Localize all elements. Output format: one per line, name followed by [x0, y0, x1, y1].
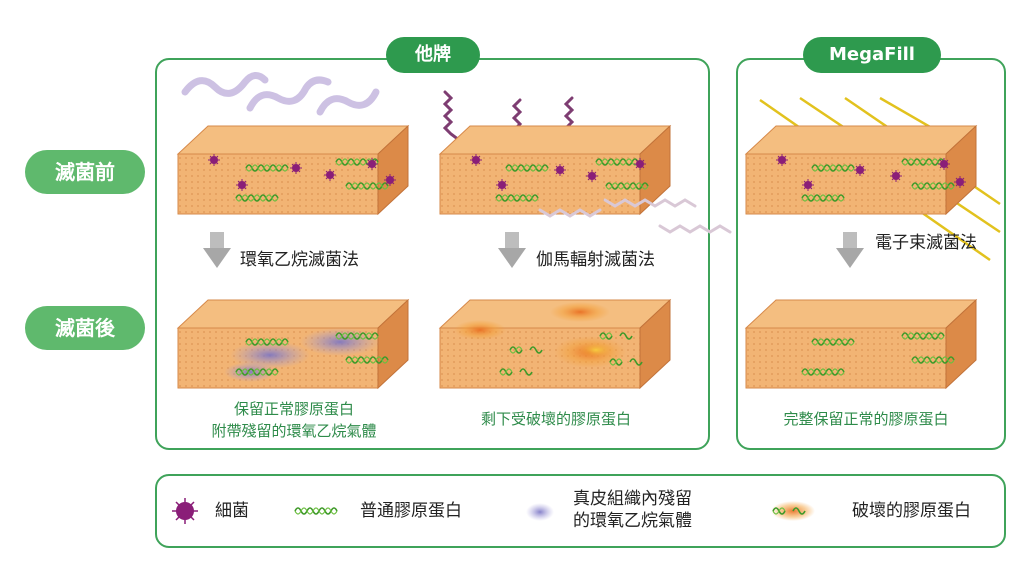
gamma-caption: 剩下受破壞的膠原蛋白 [480, 410, 631, 428]
ebeam-caption: 完整保留正常的膠原蛋白 [783, 410, 949, 428]
gas-residue-icon [526, 503, 554, 521]
row-before-sterilization: 滅菌前 [25, 150, 145, 194]
legend-bacteria-label: 細菌 [215, 501, 249, 521]
down-arrow-1 [203, 232, 231, 268]
ethylene-oxide-caption-line1: 保留正常膠原蛋白 [233, 400, 354, 418]
ethylene-oxide-method-label: 環氧乙烷滅菌法 [240, 250, 359, 270]
ethylene-oxide-caption: 保留正常膠原蛋白 附帶殘留的環氧乙烷氣體 [178, 398, 410, 442]
ethylene-oxide-caption-line2: 附帶殘留的環氧乙烷氣體 [211, 422, 377, 440]
other-brand-header: 他牌 [386, 37, 480, 73]
legend-residual-gas-line1: 真皮組織內殘留 [573, 489, 692, 509]
gamma-method-label: 伽馬輻射滅菌法 [536, 250, 655, 270]
legend-residual-gas-line2: 的環氧乙烷氣體 [573, 511, 692, 531]
damaged-collagen-icon [771, 501, 815, 521]
gas-waves [181, 72, 380, 116]
collagen-fiber-icon [294, 507, 338, 515]
legend-residual-gas-label: 真皮組織內殘留 的環氧乙烷氣體 [573, 488, 692, 532]
ebeam-method-label: 電子束滅菌法 [875, 233, 977, 253]
row-after-sterilization: 滅菌後 [25, 306, 145, 350]
bacteria-icon [172, 498, 198, 524]
megafill-header: MegaFill [803, 37, 941, 73]
legend-damaged-collagen-label: 破壞的膠原蛋白 [852, 501, 971, 521]
legend-normal-collagen-label: 普通膠原蛋白 [360, 501, 462, 521]
down-arrow-3 [836, 232, 864, 268]
legend-panel [155, 474, 1006, 548]
down-arrow-2 [498, 232, 526, 268]
